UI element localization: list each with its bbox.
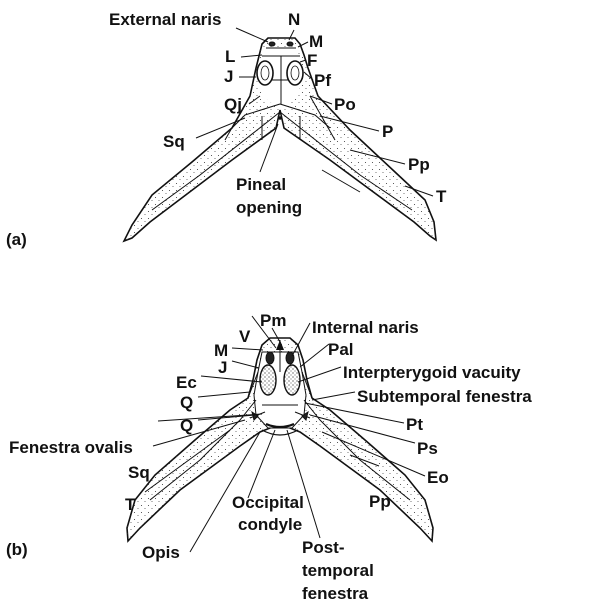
label-pm: Pm [260,311,286,330]
label-fenestra: fenestra [302,584,369,603]
label-external-naris: External naris [109,10,221,29]
panel-a-tag: (a) [6,230,27,249]
label-internal-naris: Internal naris [312,318,419,337]
label-pineal: Pineal [236,175,286,194]
labels-a: External naris N M L F J Pf Qj Po Sq P P… [6,10,447,249]
label-pp-b: Pp [369,492,391,511]
label-m: M [309,32,323,51]
label-pt: Pt [406,415,423,434]
label-sq-b: Sq [128,463,150,482]
label-qj: Qj [224,95,242,114]
label-j: J [224,67,233,86]
label-n: N [288,10,300,29]
label-fenestra-ovalis: Fenestra ovalis [9,438,133,457]
label-ec: Ec [176,373,197,392]
label-t-b: T [125,495,136,514]
label-opis: Opis [142,543,180,562]
label-q-upper: Q [180,393,193,412]
label-t: T [436,187,447,206]
label-condyle: condyle [238,515,302,534]
label-j-b: J [218,358,227,377]
label-po: Po [334,95,356,114]
label-temporal: temporal [302,561,374,580]
label-subtemporal-fenestra: Subtemporal fenestra [357,387,532,406]
label-q-lower: Q [180,416,193,435]
panel-b-tag: (b) [6,540,28,559]
label-l: L [225,47,235,66]
label-eo: Eo [427,468,449,487]
label-occipital: Occipital [232,493,304,512]
label-pp: Pp [408,155,430,174]
label-p: P [382,122,393,141]
label-ps: Ps [417,439,438,458]
label-f: F [307,51,317,70]
label-pal: Pal [328,340,354,359]
label-sq: Sq [163,132,185,151]
label-post: Post- [302,538,345,557]
label-opening: opening [236,198,302,217]
label-v: V [239,327,251,346]
label-interpterygoid-vacuity: Interpterygoid vacuity [343,363,521,382]
label-pf: Pf [314,71,331,90]
